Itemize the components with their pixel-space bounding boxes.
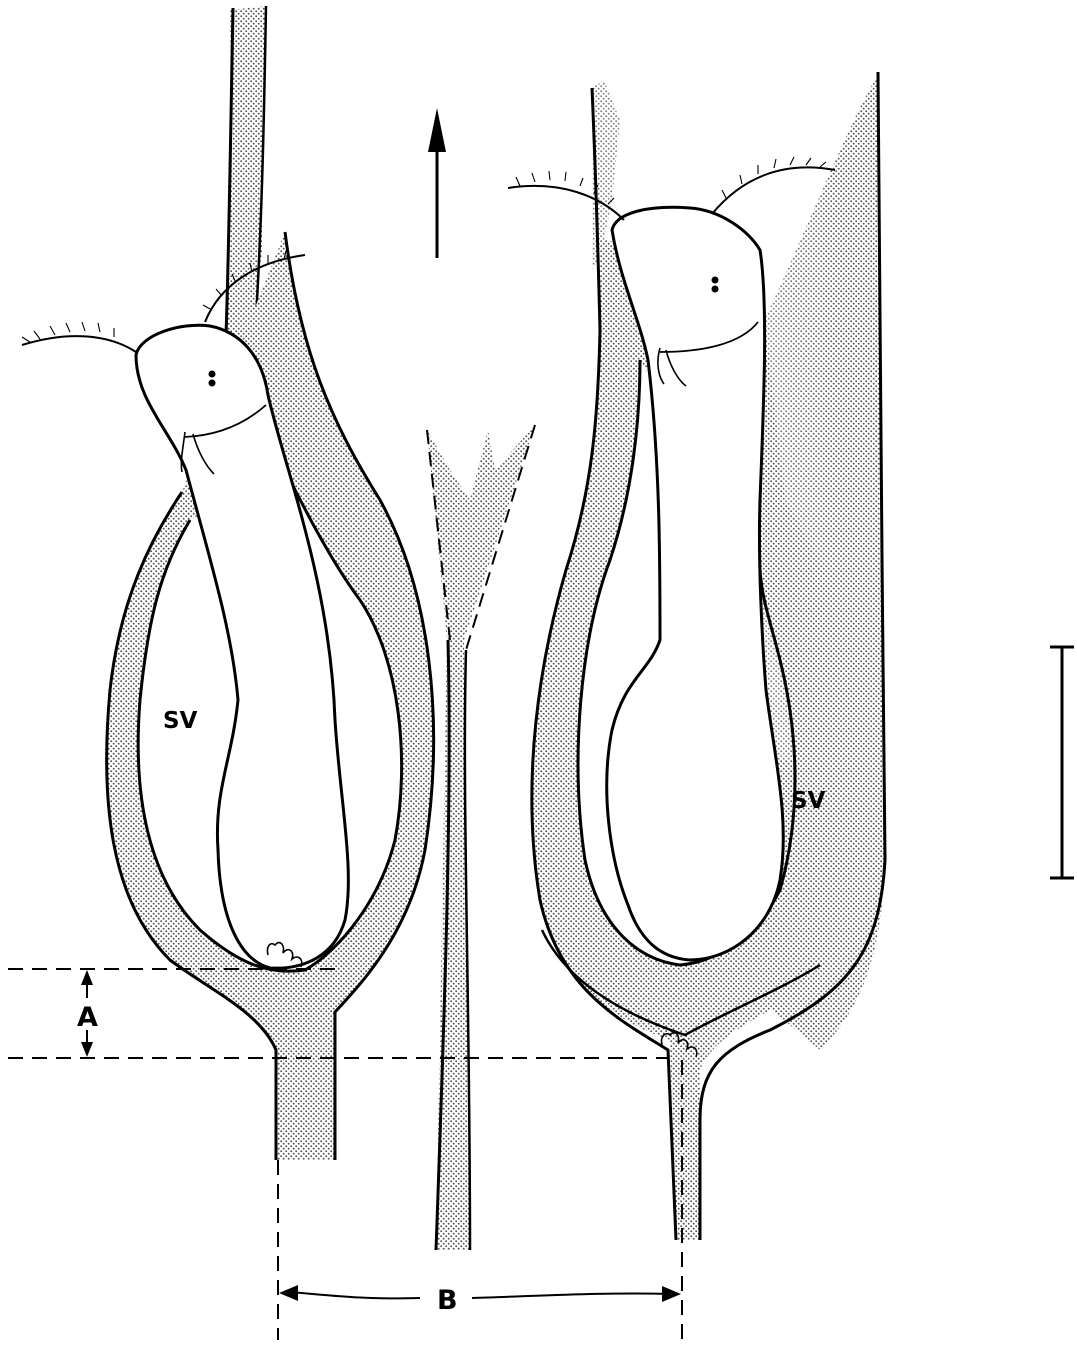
scale-bar-icon — [1050, 647, 1074, 878]
right-specimen: SV — [508, 60, 885, 1240]
left-specimen: SV — [22, 6, 434, 1160]
left-eye-icon — [209, 371, 216, 378]
right-vesicle-label: SV — [791, 788, 826, 814]
dimension-b-label: B — [437, 1285, 458, 1316]
central-stalk — [427, 425, 535, 1250]
dimension-b: B — [278, 1060, 682, 1340]
dimension-a-label: A — [77, 1002, 98, 1033]
left-vesicle-label: SV — [163, 708, 198, 734]
right-eye-icon — [712, 277, 719, 284]
up-arrow-icon — [428, 108, 446, 258]
